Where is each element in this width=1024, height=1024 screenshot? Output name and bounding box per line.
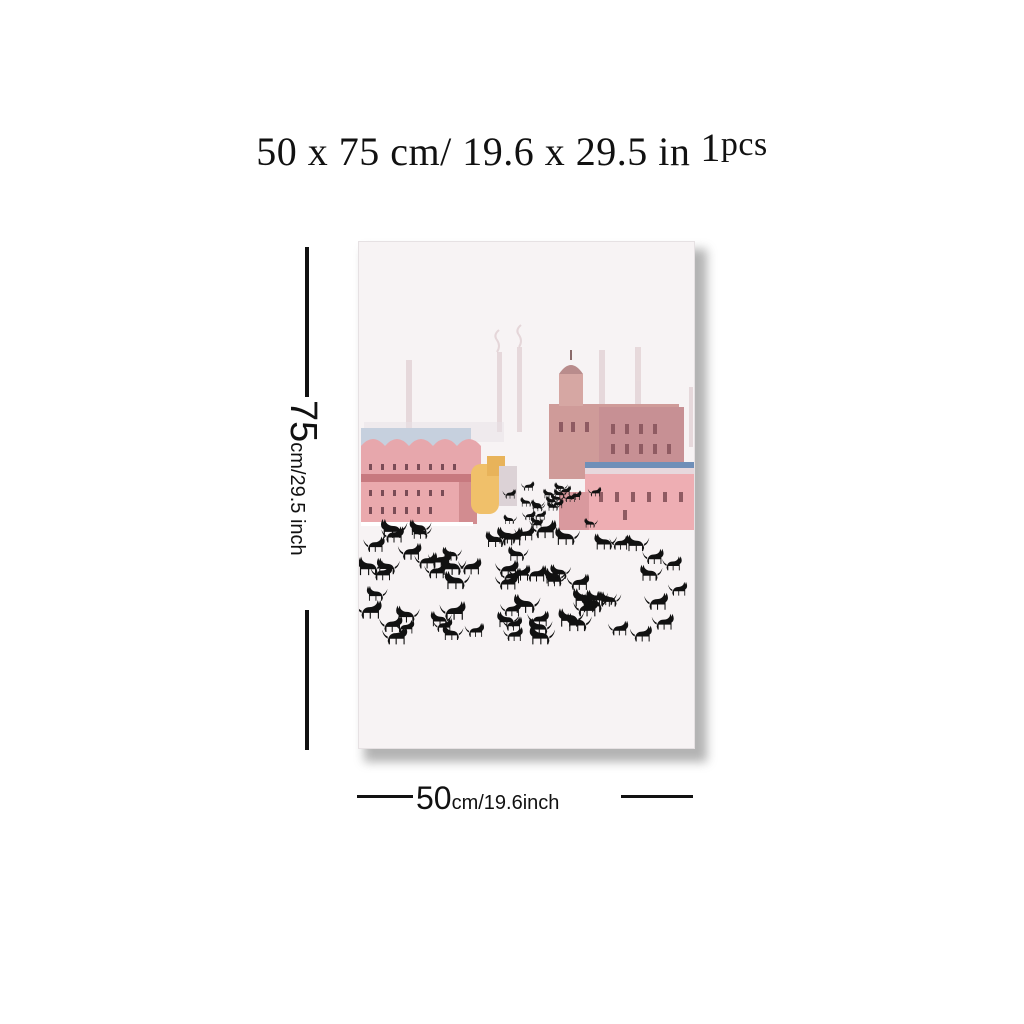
cat-silhouette bbox=[530, 516, 545, 526]
cat-silhouette bbox=[550, 493, 565, 503]
width-dimension-line-left bbox=[357, 795, 413, 798]
cat-silhouette bbox=[530, 519, 557, 539]
width-dimension-line-right bbox=[621, 795, 693, 798]
right-windows bbox=[559, 422, 683, 520]
cat-silhouette bbox=[529, 518, 543, 529]
cat-silhouette bbox=[409, 519, 432, 536]
cat-silhouette bbox=[566, 613, 592, 632]
height-unit: cm/29.5 inch bbox=[286, 442, 308, 556]
cat-silhouette bbox=[499, 567, 522, 584]
cat-silhouette bbox=[381, 526, 404, 543]
cat-silhouette bbox=[439, 601, 466, 620]
cat-silhouette bbox=[558, 608, 585, 627]
cat-silhouette bbox=[464, 622, 485, 637]
cat-silhouette bbox=[607, 620, 629, 636]
cat-silhouette bbox=[544, 567, 567, 584]
cat-silhouette bbox=[529, 626, 556, 645]
cat-silhouette bbox=[376, 557, 400, 575]
cat-silhouette bbox=[581, 593, 608, 613]
cat-silhouette bbox=[644, 592, 668, 610]
cat-crowd bbox=[359, 481, 688, 645]
size-text: 50 x 75 cm/ 19.6 x 29.5 in bbox=[256, 129, 691, 174]
cat-silhouette bbox=[441, 556, 467, 575]
cat-silhouette bbox=[444, 570, 471, 590]
cat-silhouette bbox=[667, 581, 688, 596]
cat-silhouette bbox=[550, 564, 572, 579]
cat-silhouette bbox=[495, 559, 519, 577]
cat-silhouette bbox=[382, 626, 408, 645]
product-size-title: 50 x 75 cm/ 19.6 x 29.5 in 1pcs bbox=[0, 125, 1024, 175]
cat-silhouette bbox=[500, 601, 522, 617]
right-buildings bbox=[549, 350, 694, 530]
cat-silhouette bbox=[411, 524, 432, 539]
cat-silhouette bbox=[520, 481, 535, 491]
distant-chimneys bbox=[406, 347, 693, 447]
height-value: 75 bbox=[282, 400, 324, 443]
cat-silhouette bbox=[366, 585, 388, 601]
cat-silhouette bbox=[442, 625, 464, 640]
cat-silhouette bbox=[547, 501, 561, 511]
left-windows bbox=[369, 464, 456, 514]
height-dimension-line-bottom bbox=[305, 610, 309, 750]
cat-silhouette bbox=[586, 589, 609, 606]
width-unit: cm/19.6inch bbox=[451, 792, 560, 814]
cat-silhouette bbox=[562, 492, 576, 502]
cat-silhouette bbox=[370, 564, 393, 581]
cat-silhouette bbox=[485, 530, 509, 548]
cat-silhouette bbox=[514, 593, 541, 613]
cat-silhouette bbox=[651, 613, 674, 630]
cat-silhouette bbox=[503, 514, 517, 524]
cat-silhouette bbox=[532, 510, 546, 520]
cat-silhouette bbox=[503, 626, 523, 642]
cat-silhouette bbox=[523, 565, 547, 582]
quantity-number: 1 bbox=[700, 125, 721, 170]
cat-silhouette bbox=[396, 605, 420, 623]
cat-silhouette bbox=[522, 510, 536, 521]
cat-silhouette bbox=[629, 625, 652, 642]
left-buildings bbox=[361, 428, 517, 526]
cat-silhouette bbox=[359, 556, 384, 576]
cat-silhouette bbox=[442, 546, 462, 561]
cat-silhouette bbox=[532, 501, 546, 512]
cat-silhouette bbox=[458, 557, 482, 575]
cat-silhouette bbox=[531, 499, 545, 510]
cat-silhouette bbox=[594, 533, 617, 550]
height-dimension-line-top bbox=[305, 247, 309, 397]
cat-silhouette bbox=[573, 598, 598, 617]
cat-silhouette bbox=[424, 562, 446, 579]
cat-silhouette bbox=[395, 619, 415, 634]
width-value: 50 bbox=[416, 780, 452, 816]
canvas-print bbox=[358, 241, 707, 762]
quantity-label: pcs bbox=[720, 126, 768, 163]
cat-silhouette bbox=[379, 615, 403, 633]
cat-silhouette bbox=[528, 617, 553, 635]
cat-silhouette bbox=[662, 556, 682, 571]
artwork-illustration bbox=[359, 324, 694, 645]
cat-silhouette bbox=[359, 600, 382, 619]
width-dimension-label: 50cm/19.6inch bbox=[416, 780, 559, 817]
cat-silhouette bbox=[508, 546, 529, 561]
artwork bbox=[358, 241, 695, 749]
cat-silhouette bbox=[609, 535, 630, 550]
cat-silhouette bbox=[397, 542, 422, 560]
cat-silhouette bbox=[566, 573, 590, 590]
cat-silhouette bbox=[626, 534, 650, 552]
cat-silhouette bbox=[555, 527, 581, 545]
cat-silhouette bbox=[587, 486, 602, 497]
cat-silhouette bbox=[497, 526, 521, 544]
cat-silhouette bbox=[545, 571, 566, 587]
cat-silhouette bbox=[414, 552, 438, 569]
cat-silhouette bbox=[584, 518, 598, 528]
cat-silhouette bbox=[640, 564, 663, 581]
cat-silhouette bbox=[363, 536, 385, 552]
cat-silhouette bbox=[514, 526, 535, 541]
cat-silhouette bbox=[502, 616, 523, 631]
cat-silhouette bbox=[430, 611, 452, 627]
cat-silhouette bbox=[520, 497, 534, 507]
cat-silhouette bbox=[433, 618, 453, 632]
cat-silhouette bbox=[508, 564, 531, 581]
height-dimension-label: 75cm/29.5 inch bbox=[282, 400, 326, 610]
cat-silhouette bbox=[502, 489, 516, 499]
cat-silhouette bbox=[642, 548, 664, 564]
